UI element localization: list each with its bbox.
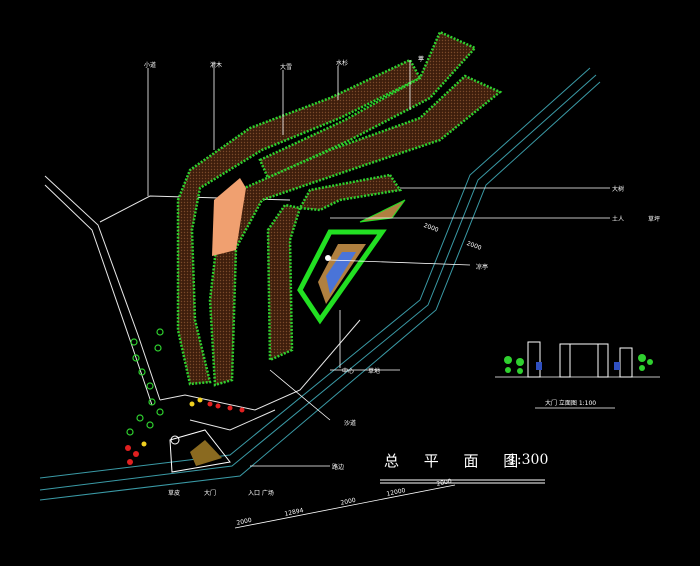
label-pavilion: 凉亭 xyxy=(476,264,489,271)
label-soil: 土人 xyxy=(612,216,625,223)
label-cedar: 大雪 xyxy=(280,64,293,71)
drawing-scale: 1:300 xyxy=(508,452,549,468)
label-lawn: 草地 xyxy=(368,368,381,375)
label-tree: 水杉 xyxy=(336,60,349,67)
center-pavilion xyxy=(297,229,387,325)
leader-lines xyxy=(147,60,610,467)
label-shrubs: 灌木 xyxy=(210,62,223,69)
dimension-lines xyxy=(234,484,456,529)
entrance-plaza xyxy=(169,429,231,473)
label-center: 中心 xyxy=(342,368,355,375)
triangle-bed xyxy=(359,199,406,223)
label-main-gate: 大门 xyxy=(204,490,217,497)
label-lawn-left: 草皮 xyxy=(168,490,181,497)
label-entrance-square: 入口 广场 xyxy=(248,490,274,497)
label-path: 小道 xyxy=(144,62,157,69)
planting-beds xyxy=(176,30,503,387)
label-road: 沙道 xyxy=(344,420,357,427)
drawing-title: 总 平 面 图 xyxy=(384,452,529,470)
label-extra: 葶 xyxy=(418,56,425,63)
label-big-tree: 大树 xyxy=(612,186,625,193)
plaza-patch xyxy=(212,178,246,256)
flower-beds xyxy=(125,397,245,465)
river-road xyxy=(39,67,601,501)
trees xyxy=(126,328,164,436)
site-pathways xyxy=(44,175,361,431)
label-grass: 草坪 xyxy=(648,216,661,223)
title-underline xyxy=(380,479,545,484)
label-side-road: 路边 xyxy=(332,464,345,471)
gate-elevation-title: 大门 立面图 1:100 xyxy=(545,400,597,407)
gate-elevation xyxy=(495,341,660,409)
